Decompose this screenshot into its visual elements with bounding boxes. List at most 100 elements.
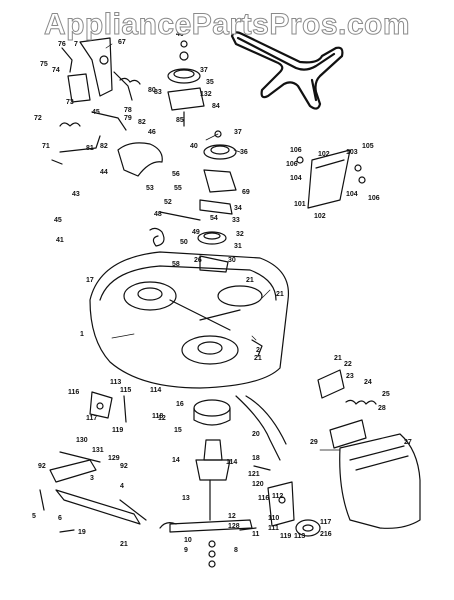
leader-lines <box>105 43 341 451</box>
part-callout-c53: 53 <box>146 185 154 192</box>
part-callout-c116b: 116 <box>258 495 269 502</box>
part-callout-c37a: 37 <box>200 67 208 74</box>
part-callout-c106c: 106 <box>368 195 380 202</box>
part-callout-c13: 13 <box>182 495 190 502</box>
part-callout-c14: 14 <box>172 457 180 464</box>
idler-pulley-part <box>167 40 205 127</box>
part-callout-c130: 130 <box>76 437 88 444</box>
part-callout-c56: 56 <box>172 171 180 178</box>
part-callout-c104a: 104 <box>290 175 302 182</box>
part-callout-c41: 41 <box>56 237 64 244</box>
part-callout-c1: 1 <box>80 331 84 338</box>
spindle-assembly-part <box>159 395 287 568</box>
part-callout-c52: 52 <box>164 199 172 206</box>
part-callout-c36: 36 <box>240 149 248 156</box>
part-callout-c24: 24 <box>364 379 372 386</box>
part-callout-c28: 28 <box>378 405 386 412</box>
part-callout-c121: 121 <box>248 471 260 478</box>
part-callout-c44: 44 <box>100 169 108 176</box>
part-callout-c10: 10 <box>184 537 192 544</box>
part-callout-c119b: 119 <box>280 533 291 540</box>
discharge-chute-part <box>339 433 421 529</box>
part-callout-c6: 6 <box>58 515 62 522</box>
part-callout-c50: 50 <box>180 239 188 246</box>
part-callout-c46: 46 <box>148 129 156 136</box>
diagram-drawing <box>39 31 421 568</box>
part-callout-c17: 17 <box>86 277 94 284</box>
part-callout-c21c: 21 <box>254 355 262 362</box>
part-callout-c106b: 106 <box>286 161 298 168</box>
part-callout-c131: 131 <box>92 447 104 454</box>
lift-linkage-part <box>51 37 141 165</box>
part-callout-c21e: 21 <box>120 541 128 548</box>
part-callout-c76: 76 <box>58 41 66 48</box>
part-callout-c26: 26 <box>194 257 202 264</box>
part-callout-c79: 79 <box>124 115 132 122</box>
part-callout-c69: 69 <box>242 189 250 196</box>
part-callout-c9: 9 <box>184 547 188 554</box>
part-callout-c84: 84 <box>212 103 220 110</box>
part-callout-c15: 15 <box>174 427 182 434</box>
part-callout-c83: 83 <box>154 89 162 96</box>
chute-pivot-part <box>317 369 377 449</box>
part-callout-c55: 55 <box>174 185 182 192</box>
part-callout-c48: 48 <box>154 211 162 218</box>
part-callout-c120: 120 <box>252 481 264 488</box>
part-callout-c117a: 117 <box>86 415 97 422</box>
part-callout-c85: 85 <box>176 117 184 124</box>
part-callout-c11: 11 <box>252 531 260 538</box>
deflector-bracket-part <box>296 149 366 209</box>
part-callout-c8: 8 <box>234 547 238 554</box>
part-callout-c80: 80 <box>148 87 156 94</box>
belt-part <box>230 31 344 110</box>
part-callout-c116a: 116 <box>68 389 79 396</box>
part-callout-c31: 31 <box>234 243 242 250</box>
part-callout-c40b: 40 <box>190 143 198 150</box>
part-callout-c111: 111 <box>268 525 279 532</box>
deck-hanger-part <box>39 391 147 533</box>
gauge-wheel-part <box>253 465 321 537</box>
part-callout-c2: 2 <box>256 347 260 354</box>
part-callout-c114a: 114 <box>150 387 161 394</box>
part-callout-c33: 33 <box>232 217 240 224</box>
part-callout-c81: 81 <box>86 145 94 152</box>
part-callout-c5: 5 <box>32 513 36 520</box>
part-callout-c7: 7 <box>74 41 78 48</box>
part-callout-c71: 71 <box>42 143 50 150</box>
part-callout-c118: 118 <box>152 413 163 420</box>
part-callout-c3: 3 <box>90 475 94 482</box>
part-callout-c104b: 104 <box>346 191 358 198</box>
part-callout-c106a: 106 <box>290 147 302 154</box>
part-callout-c216: 216 <box>320 531 332 538</box>
part-callout-c75: 75 <box>40 61 48 68</box>
belt-guard-part <box>117 142 163 177</box>
part-callout-c16: 16 <box>176 401 184 408</box>
part-callout-c103: 103 <box>346 149 358 156</box>
part-callout-c37b: 37 <box>234 129 242 136</box>
part-callout-c102b: 102 <box>314 213 326 220</box>
part-callout-c101: 101 <box>294 201 306 208</box>
part-callout-c119: 119 <box>112 427 123 434</box>
part-callout-c112: 112 <box>272 493 283 500</box>
part-callout-c92a: 92 <box>38 463 46 470</box>
part-callout-c25: 25 <box>382 391 390 398</box>
part-callout-c30: 30 <box>228 257 236 264</box>
part-callout-c4: 4 <box>120 483 124 490</box>
part-callout-c129: 129 <box>108 455 120 462</box>
part-callout-c23: 23 <box>346 373 354 380</box>
part-callout-c21b: 21 <box>276 291 284 298</box>
part-callout-c82b: 82 <box>100 143 108 150</box>
part-callout-c27: 27 <box>404 439 412 446</box>
part-callout-c128: 128 <box>228 523 240 530</box>
part-callout-c45b: 45 <box>54 217 62 224</box>
part-callout-c58: 58 <box>172 261 180 268</box>
part-callout-c115: 115 <box>120 387 131 394</box>
part-callout-c114b: 114 <box>226 459 237 466</box>
drive-pulley-part <box>149 130 237 273</box>
part-callout-c12: 12 <box>158 415 166 422</box>
part-callout-c92b: 92 <box>120 463 128 470</box>
mower-deck-part <box>89 251 290 389</box>
part-callout-c21a: 21 <box>246 277 254 284</box>
